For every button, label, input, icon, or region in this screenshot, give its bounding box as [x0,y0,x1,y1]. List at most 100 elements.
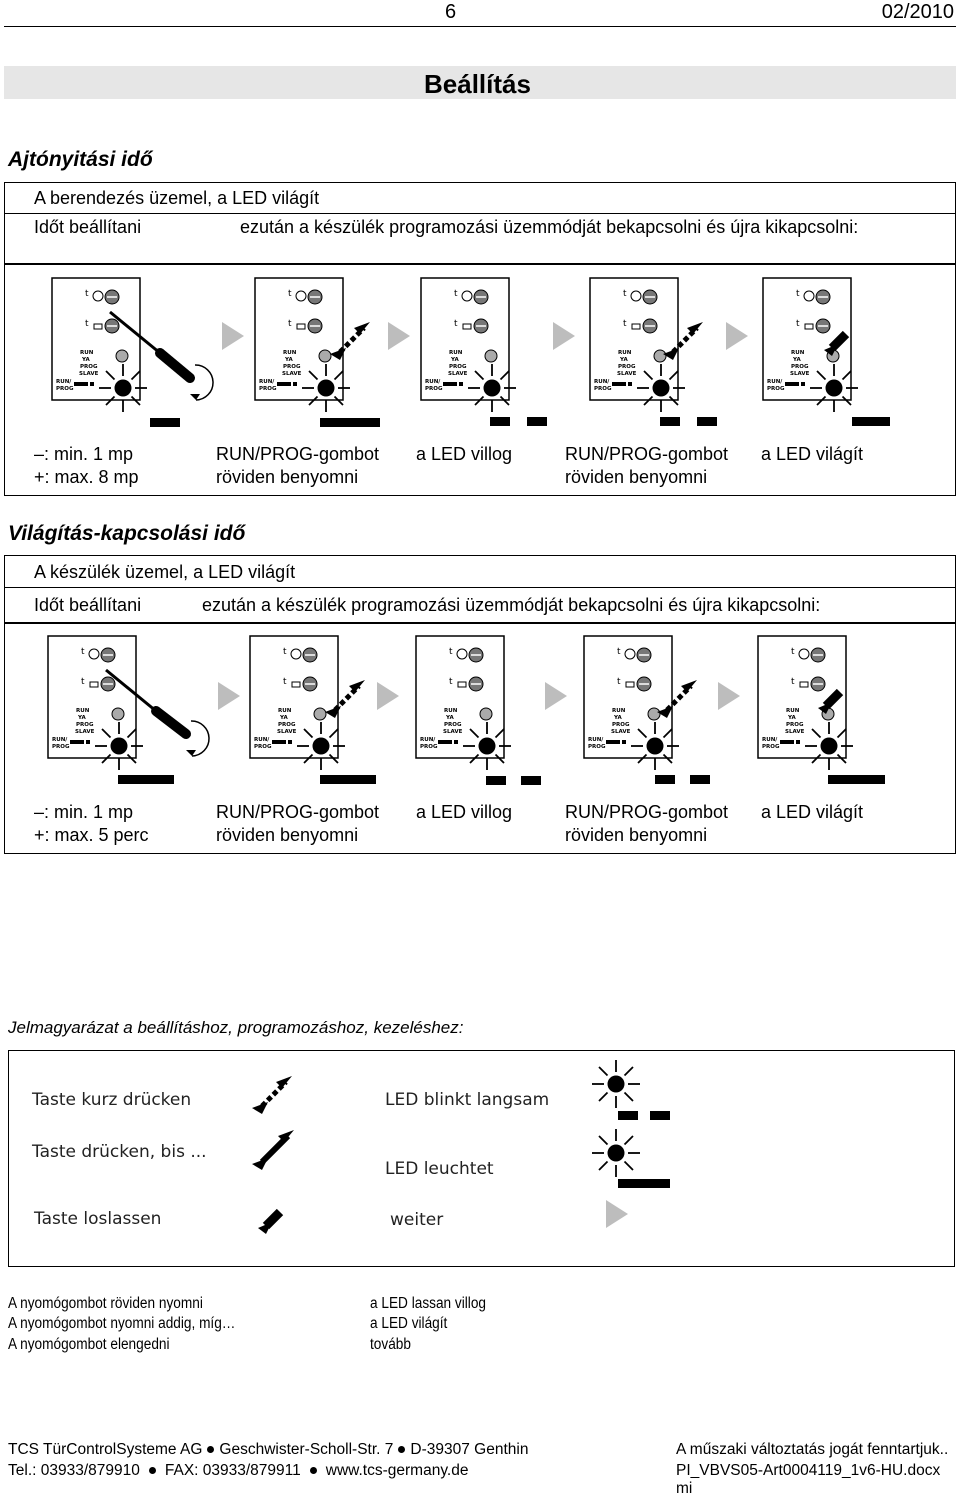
legend-led-on-bar [618,1179,670,1188]
s2-step5-led-bar [828,775,885,784]
legend-taste-kurz: Taste kurz drücken [32,1090,192,1110]
step2-led-burst [301,363,351,413]
header-date: 02/2010 [881,1,954,23]
arrow-weiter-2 [388,322,410,350]
legend-taste-bis: Taste drücken, bis ... [32,1142,207,1162]
s1-cap-1b: +: max. 8 mp [34,467,139,487]
s2-arrow-weiter-1 [218,682,240,710]
legend-press-hold-icon [252,1130,294,1170]
section2-line2-right: ezután a készülék programozási üzemmódjá… [202,595,821,615]
step1-screwdriver [109,310,214,401]
section1-line2-left: Időt beállítani [34,217,142,237]
step3-led-blink-1 [490,417,510,426]
legend-led-blink-icon [591,1059,641,1109]
footer-line1: TCS TürControlSysteme AG Geschwister-Scho… [8,1441,528,1459]
page-number: 6 [445,1,457,23]
s2-cap-5a: a LED világít [761,802,864,822]
s2-step2-led-bar [320,775,376,784]
step4-led-burst [636,363,686,413]
section2-steps-box [4,623,956,854]
footer-street: Geschwister-Scholl-Str. 7 [219,1441,394,1458]
step1-led-burst [98,363,148,413]
section2-line1: A készülék üzemel, a LED világít [34,562,296,582]
s2-arrow-weiter-3 [545,682,567,710]
step3-led-blink-2 [527,417,547,426]
legend-led-blinkt: LED blinkt langsam [385,1090,550,1110]
s2-cap-1a: –: min. 1 mp [34,802,134,822]
legend-weiter-icon [606,1200,628,1228]
translation-right-1: a LED lassan villog [370,1295,487,1312]
footer-web: www.tcs-germany.de [325,1462,469,1479]
legend-taste-los: Taste loslassen [34,1209,162,1229]
arrow-weiter-4 [726,322,748,350]
s1-cap-5a: a LED világít [761,444,864,464]
footer-rights: A műszaki változtatás jogát fenntartjuk.… [676,1441,949,1458]
footer-docname: PI_VBVS05-Art0004119_1v6-HU.docx [676,1462,941,1479]
step1-led-bar [150,418,180,427]
s2-cap-3a: a LED villog [416,802,513,822]
s2-step1-screwdriver [105,668,210,757]
s2-step3-led-blink-1 [486,776,506,785]
s1-cap-4a: RUN/PROG-gombot [565,444,729,464]
s2-step3-led-burst [462,721,512,771]
bullet-icon [148,1467,156,1475]
legend-symbols [0,1059,670,1270]
bullet-icon [207,1446,215,1454]
s1-cap-1a: –: min. 1 mp [34,444,134,464]
s2-cap-2a: RUN/PROG-gombot [216,802,380,822]
arrow-weiter-1 [222,322,244,350]
footer-initials: mi [676,1480,693,1497]
section2-box [4,555,956,623]
translation-left-1: A nyomógombot röviden nyomni [8,1295,203,1312]
s1-cap-2b: röviden benyomni [216,467,359,487]
section2-heading: Világítás-kapcsolási idő [8,522,246,545]
title-bar: Beállítás [4,66,956,99]
legend-led-on-icon [591,1128,641,1178]
page-title: Beállítás [424,69,531,99]
bullet-icon [309,1467,317,1475]
section1-line2-right: ezután a készülék programozási üzemmódjá… [240,217,859,237]
legend-release-icon [258,1212,280,1234]
translation-right-3: tovább [370,1336,411,1353]
s2-step2-led-burst [296,721,346,771]
s2-arrow-weiter-2 [377,682,399,710]
s2-step1-led-bar [118,775,174,784]
s2-step4-led-blink-2 [690,775,710,784]
legend-led-blink-bar-2 [650,1111,670,1120]
section1-heading: Ajtónyitási idő [8,148,153,171]
section2-diagram [47,635,885,785]
step3-led-burst [467,363,517,413]
header-rule [4,26,956,27]
s2-arrow-weiter-4 [718,682,740,710]
s2-step5-led-burst [804,721,854,771]
step4-led-blink-1 [660,417,680,426]
s2-cap-4b: röviden benyomni [565,825,708,845]
s1-cap-3a: a LED villog [416,444,513,464]
footer-tel: Tel.: 03933/879910 [8,1462,140,1479]
bullet-icon [398,1446,406,1454]
translation-left-2: A nyomógombot nyomni addig, míg… [8,1315,236,1332]
s2-cap-2b: röviden benyomni [216,825,359,845]
footer-city: D-39307 Genthin [410,1441,529,1458]
s2-step1-led-burst [94,721,144,771]
legend-box [8,1050,955,1267]
legend-weiter: weiter [390,1210,444,1230]
s1-cap-4b: röviden benyomni [565,467,708,487]
legend-led-leuchtet: LED leuchtet [385,1159,494,1179]
step5-led-bar [852,417,890,426]
legend-press-short-icon [252,1076,292,1114]
section2-line2-left: Időt beállítani [34,595,142,615]
s2-cap-4a: RUN/PROG-gombot [565,802,729,822]
footer-fax: FAX: 03933/879911 [164,1462,301,1479]
legend-led-blink-bar-1 [618,1111,638,1120]
s1-cap-2a: RUN/PROG-gombot [216,444,380,464]
section1-box [4,182,956,264]
footer-line2: Tel.: 03933/879910 FAX: 03933/879911 www.t… [8,1462,468,1480]
arrow-weiter-3 [553,322,575,350]
s2-step4-led-burst [630,721,680,771]
step2-led-bar [320,418,380,427]
step5-led-burst [809,363,859,413]
section1-diagram [51,277,890,427]
footer-company: TCS TürControlSysteme AG [8,1441,203,1458]
translation-left-3: A nyomógombot elengedni [8,1336,170,1353]
